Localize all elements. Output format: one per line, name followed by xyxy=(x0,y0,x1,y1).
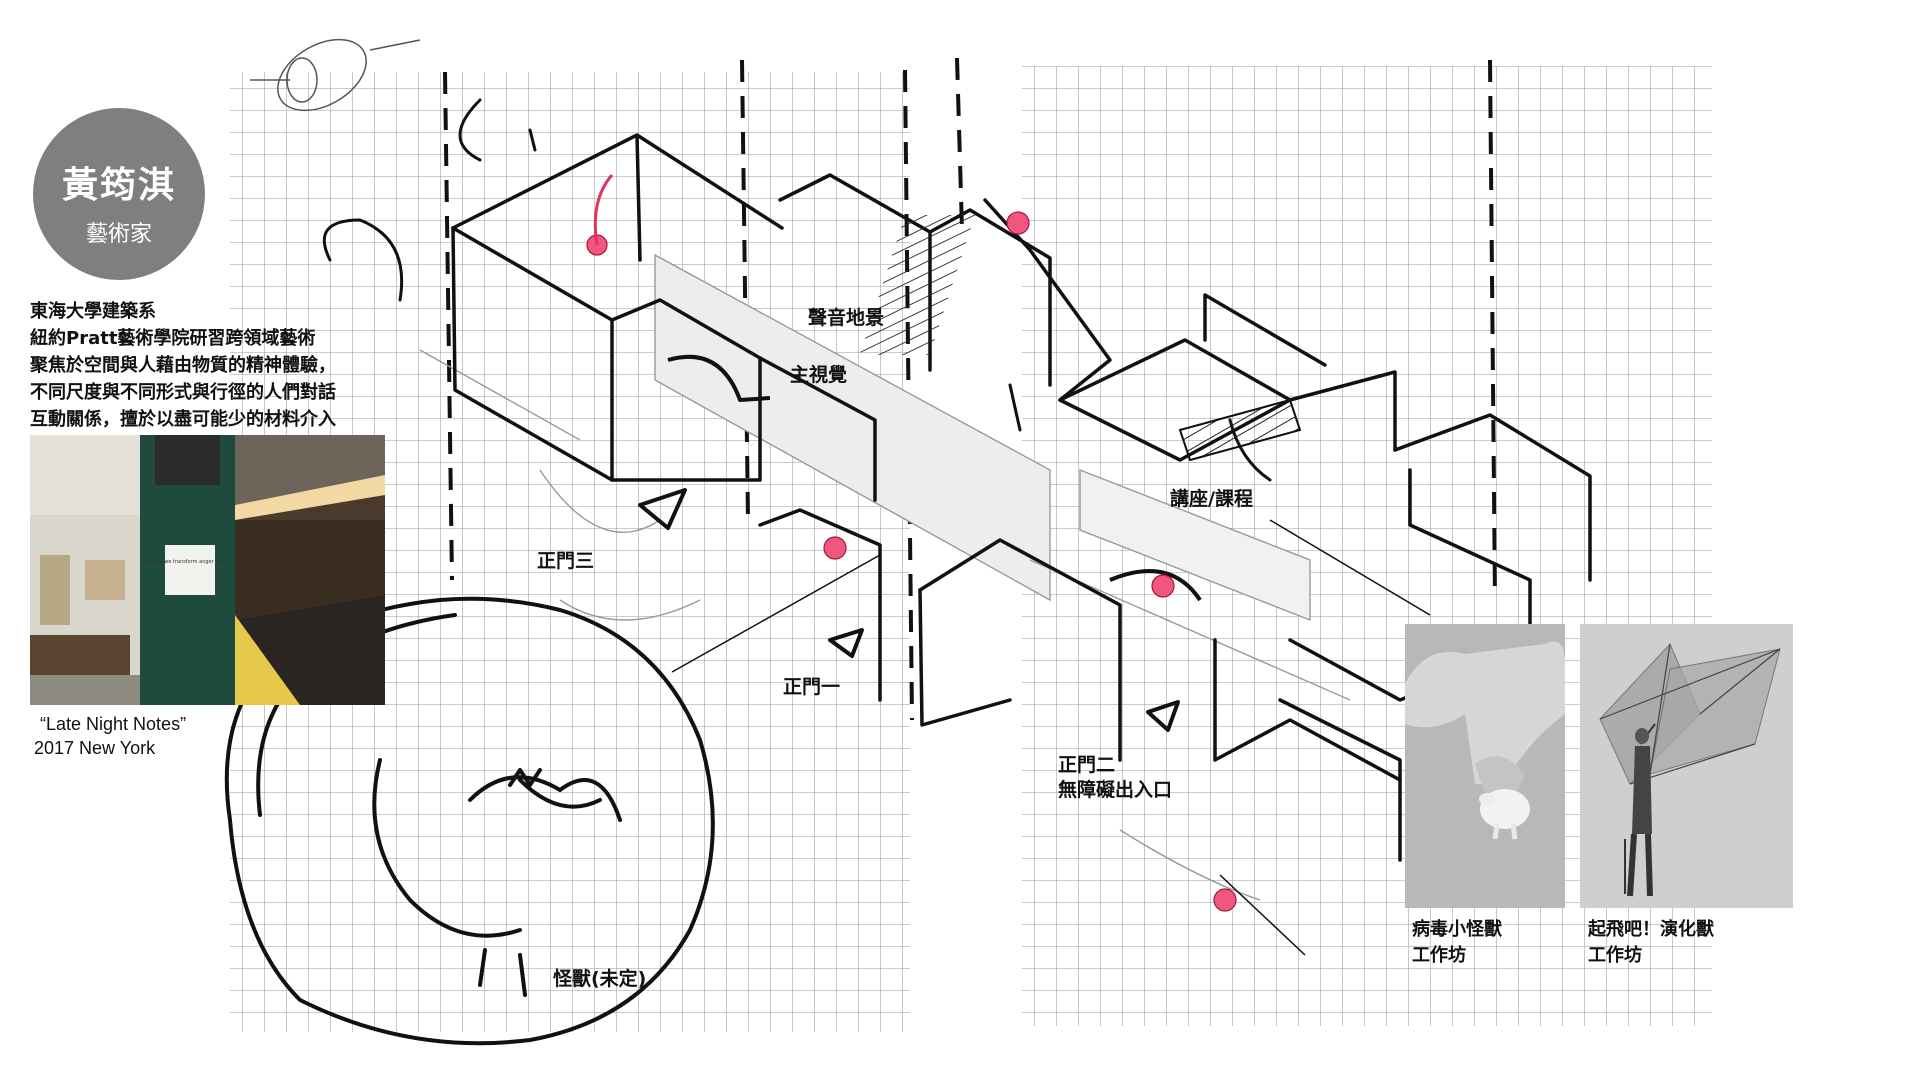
label-gate-two: 正門二 xyxy=(1058,754,1116,776)
label-lecture: 講座/課程 xyxy=(1170,488,1253,510)
workshop-kite-line1: 起飛吧！演化獸 xyxy=(1588,919,1714,940)
label-accessible-entrance: 無障礙出入口 xyxy=(1058,779,1173,801)
bio-line: 不同尺度與不同形式與行徑的人們對話 xyxy=(30,382,336,403)
label-gate-three: 正門三 xyxy=(537,550,595,572)
bio-line: 互動關係，擅於以盡可能少的材料介入 xyxy=(30,409,336,430)
marker-dot xyxy=(1213,888,1237,912)
marker-dot xyxy=(1006,211,1030,235)
bio-line: 紐約Pratt藝術學院研習跨領域藝術 xyxy=(30,328,316,349)
entrance-arrows xyxy=(638,354,1202,732)
stair-hatch xyxy=(859,215,976,355)
seed-doodle xyxy=(250,38,421,112)
workshop-photo-kite xyxy=(1580,624,1793,908)
label-main-visual: 主視覺 xyxy=(790,364,848,386)
marker-dot xyxy=(823,536,847,560)
workshop-virus-line2: 工作坊 xyxy=(1412,945,1466,966)
entrance-arrow-gate3 xyxy=(638,488,687,530)
location-markers xyxy=(586,174,1237,912)
entrance-arrow-gate1 xyxy=(828,628,864,658)
label-sound-landscape: 聲音地景 xyxy=(808,307,885,329)
bio-line: 聚焦於空間與人藉由物質的精神體驗， xyxy=(30,355,336,376)
label-monster: 怪獸(未定) xyxy=(553,968,647,990)
artist-badge: 黃筠淇 藝術家 xyxy=(33,108,205,280)
pencil-shading xyxy=(419,253,1351,901)
workshop-kite-line2: 工作坊 xyxy=(1588,945,1642,966)
artwork-title: “Late Night Notes” xyxy=(40,714,187,734)
leader-lines xyxy=(671,519,1431,956)
ramp-hatch xyxy=(1178,398,1302,462)
entrance-arrow-gate2 xyxy=(1146,700,1180,732)
artist-bio: 東海大學建築系 紐約Pratt藝術學院研習跨領域藝術 聚焦於空間與人藉由物質的精… xyxy=(30,298,336,433)
label-gate-one: 正門一 xyxy=(783,676,841,698)
workshop-photo-virus-monster xyxy=(1405,624,1565,908)
decorative-strokes xyxy=(322,98,1272,482)
marker-stem xyxy=(593,174,614,246)
marker-dot xyxy=(1151,574,1175,598)
artwork-photo: how do we transform anger into ... ? xyxy=(30,435,385,705)
artwork-year-city: 2017 New York xyxy=(34,738,156,758)
sticky-note-text: how do we transform anger into ... ? xyxy=(145,559,236,565)
bio-line: 東海大學建築系 xyxy=(30,301,156,322)
workshop-virus-line1: 病毒小怪獸 xyxy=(1412,919,1502,940)
artist-name: 黃筠淇 xyxy=(61,165,176,206)
artist-role: 藝術家 xyxy=(85,222,152,247)
